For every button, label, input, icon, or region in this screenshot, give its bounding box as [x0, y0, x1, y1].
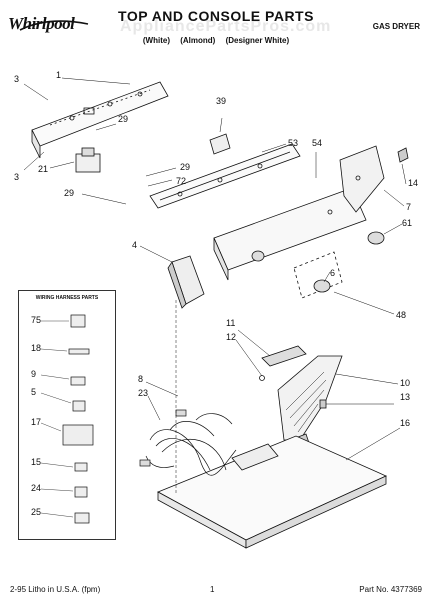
color-designer-white: (Designer White): [225, 36, 290, 45]
callout-29-mid: 29: [180, 162, 190, 172]
callout-3-top: 3: [14, 74, 19, 84]
callout-11: 11: [226, 318, 235, 328]
part-end-cap: [339, 145, 409, 213]
harness-part-24-icon: [74, 486, 88, 498]
callout-39: 39: [216, 96, 226, 106]
callout-29-rear: 29: [118, 114, 128, 124]
harness-part-15-icon: [74, 462, 88, 472]
part-console-trim: [149, 143, 301, 209]
callout-48: 48: [396, 310, 406, 320]
harness-callout-18: 18: [31, 343, 41, 353]
callout-72: 72: [176, 176, 186, 186]
callout-29-left: 29: [64, 188, 74, 198]
callout-61: 61: [402, 218, 412, 228]
callout-1: 1: [56, 70, 61, 80]
harness-callouts: 75 18 9 5 17 15 24 25: [31, 315, 41, 517]
callout-12: 12: [226, 332, 236, 342]
callout-21: 21: [38, 164, 48, 174]
harness-part-18-icon: [68, 348, 90, 355]
color-variants: (White) (Almond) (Designer White): [96, 36, 336, 45]
part-left-end-cap: [167, 255, 205, 309]
harness-part-9-icon: [70, 376, 86, 386]
harness-part-25-icon: [74, 512, 90, 524]
callout-labels: 1 3 3 29 21 29 29 72 39 53 54 14 7 61 4 …: [14, 70, 418, 428]
harness-callout-17: 17: [31, 417, 41, 427]
harness-callout-5: 5: [31, 387, 36, 397]
part-screw: [319, 399, 327, 409]
harness-callout-15: 15: [31, 457, 41, 467]
wiring-harness-parts-box: WIRING HARNESS PARTS 75 18 9: [18, 290, 116, 540]
callout-10: 10: [400, 378, 410, 388]
leader-lines: [23, 77, 407, 495]
callout-7: 7: [406, 202, 411, 212]
callout-14: 14: [408, 178, 418, 188]
callout-53: 53: [288, 138, 298, 148]
harness-title: WIRING HARNESS PARTS: [35, 295, 99, 301]
callout-4: 4: [132, 240, 137, 250]
callout-16: 16: [400, 418, 410, 428]
part-wiring-harness: [139, 409, 237, 476]
footer-part-number: Part No. 4377369: [359, 585, 422, 594]
brand-swoosh-icon: [19, 20, 89, 31]
brand-logo: Whirlpool: [8, 14, 89, 34]
callout-6: 6: [330, 268, 335, 278]
part-console: [213, 187, 367, 281]
footer-litho: 2-95 Litho in U.S.A. (fpm): [10, 585, 101, 594]
part-heat-shield: [293, 251, 343, 299]
harness-parts-drawing: 75 18 9 5 17 15 24 25: [31, 314, 94, 524]
callout-54: 54: [312, 138, 322, 148]
product-type: GAS DRYER: [372, 22, 420, 31]
color-almond: (Almond): [180, 36, 216, 45]
watermark: AppliancePartsPros.com: [120, 18, 332, 35]
color-white: (White): [142, 36, 170, 45]
part-knob: [367, 231, 385, 245]
callout-8: 8: [138, 374, 143, 384]
part-timer-knob: [209, 133, 231, 155]
footer-page-number: 1: [210, 585, 215, 594]
part-lint-screen-cover: [259, 345, 307, 381]
callout-23: 23: [138, 388, 148, 398]
harness-part-17-icon: [62, 424, 94, 446]
callout-3-bottom: 3: [14, 172, 19, 182]
harness-part-5-icon: [72, 400, 86, 412]
harness-part-75-icon: [70, 314, 86, 328]
part-switch: [75, 147, 101, 173]
page-title: TOP AND CONSOLE PARTS: [118, 8, 314, 24]
harness-callout-25: 25: [31, 507, 41, 517]
harness-callout-9: 9: [31, 369, 36, 379]
harness-callout-24: 24: [31, 483, 41, 493]
part-rear-panel: [31, 81, 169, 159]
part-top-panel: [157, 435, 387, 549]
harness-callout-75: 75: [31, 315, 41, 325]
callout-13: 13: [400, 392, 410, 402]
